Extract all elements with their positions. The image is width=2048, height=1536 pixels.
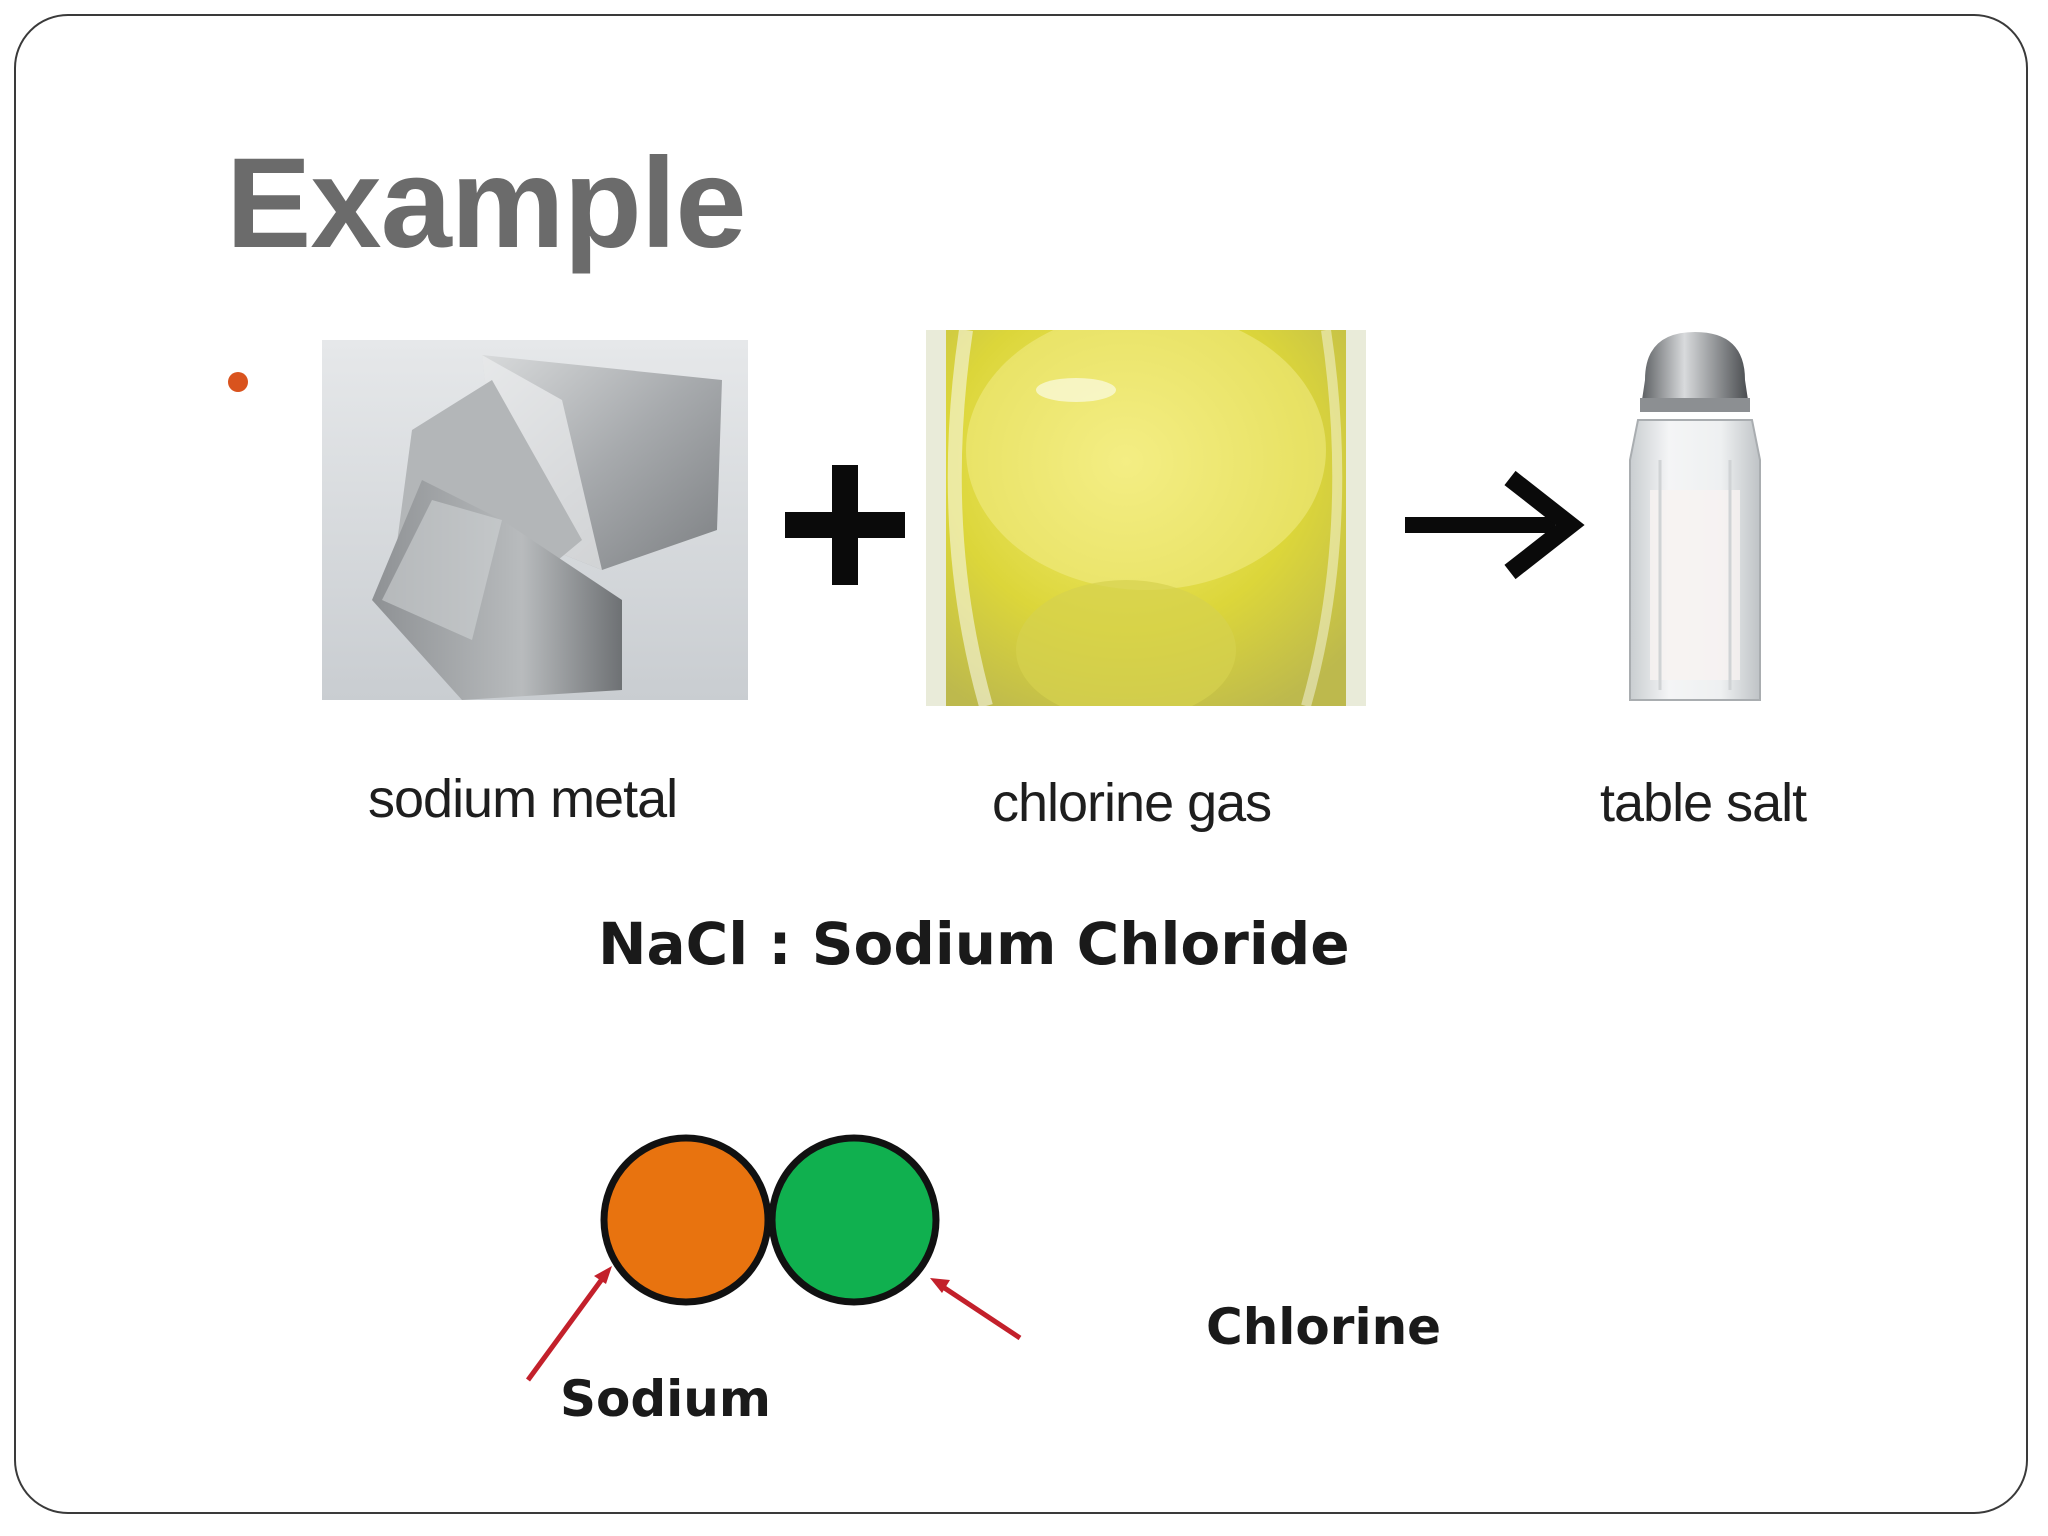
sodium-atom (600, 1134, 772, 1306)
reaction-arrow-icon (1405, 470, 1585, 580)
plus-icon (785, 465, 905, 585)
chlorine-pointer-arrow (930, 1278, 1022, 1341)
chlorine-gas-photo (926, 330, 1366, 706)
nacl-molecule-diagram (525, 1134, 1022, 1382)
caption-table-salt: table salt (1600, 773, 1807, 833)
sodium-pointer-arrow (525, 1266, 612, 1382)
bullet-dot (228, 372, 248, 392)
chlorine-atom (768, 1134, 940, 1306)
chlorine-label: Chlorine (1206, 1298, 1442, 1356)
caption-sodium-metal: sodium metal (368, 769, 678, 829)
reaction-figure: sodium metal chlorine gas table salt NaC… (270, 320, 1850, 1510)
formula-label: NaCl : Sodium Chloride (598, 910, 1350, 978)
table-salt-photo (1629, 332, 1761, 701)
sodium-metal-photo (322, 340, 748, 700)
caption-chlorine-gas: chlorine gas (992, 773, 1272, 833)
sodium-label: Sodium (560, 1370, 771, 1428)
slide-title: Example (226, 140, 746, 274)
